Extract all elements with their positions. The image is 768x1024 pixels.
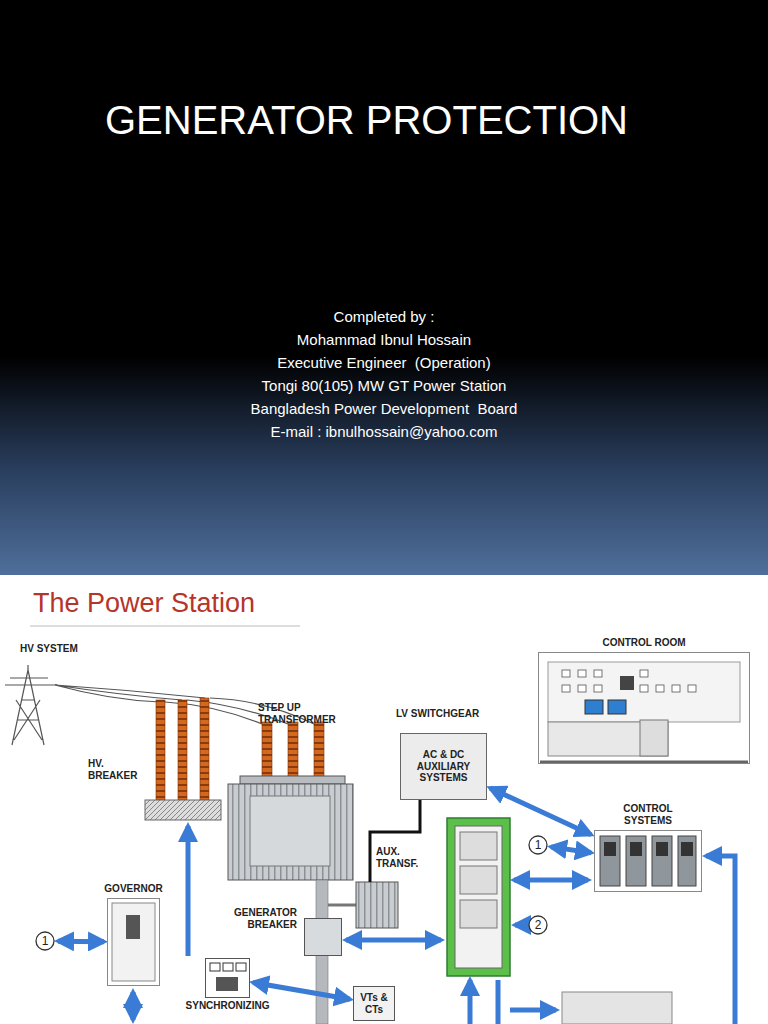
- credit-line: Tongi 80(105) MW GT Power Station: [184, 377, 584, 394]
- credit-line: Completed by :: [184, 308, 584, 325]
- callout-number: 1: [528, 835, 548, 855]
- part-label: AUX. TRANSF.: [376, 846, 420, 869]
- callout-number: 2: [528, 915, 548, 935]
- part-label: GOVERNOR: [94, 883, 174, 895]
- part-label: LV SWITCHGEAR: [396, 708, 506, 720]
- box-text: VTs & CTs: [354, 988, 394, 1019]
- part-label: HV. BREAKER: [88, 758, 148, 781]
- connector-arrow: [58, 939, 104, 945]
- part-label: SYNCHRONIZING: [183, 1000, 273, 1012]
- connector-arrow: [253, 982, 350, 999]
- callout-number: 1: [35, 931, 55, 951]
- connector-arrow: [490, 788, 591, 835]
- part-label: CONTROL SYSTEMS: [618, 803, 678, 826]
- credit-line: E-mail : ibnulhossain@yahoo.com: [184, 423, 584, 440]
- credit-line: Executive Engineer (Operation): [184, 354, 584, 371]
- control-systems-panel: CONTROL SYSTEMS: [594, 830, 702, 892]
- slide-title: GENERATOR PROTECTION: [105, 98, 628, 143]
- part-label: CONTROL ROOM: [584, 637, 704, 649]
- callout-number: 1: [35, 931, 55, 951]
- section-heading: The Power Station: [33, 588, 353, 619]
- control-room-panel: CONTROL ROOM: [538, 652, 750, 764]
- connector-arrow: [551, 847, 591, 853]
- box-text: AC & DC AUXILIARY SYSTEMS: [401, 745, 486, 788]
- title-slide-background: [0, 0, 768, 575]
- governor-cabinet: GOVERNOR: [107, 898, 160, 986]
- part-label: STEP UP TRANSFORMER: [258, 702, 348, 725]
- switchgear-box: AC & DC AUXILIARY SYSTEMS: [400, 733, 487, 800]
- generator-breaker-box: GENERATOR BREAKER: [304, 918, 342, 956]
- credit-line: Bangladesh Power Development Board: [184, 400, 584, 417]
- callout-number: 1: [528, 835, 548, 855]
- credit-line: Mohammad Ibnul Hossain: [184, 331, 584, 348]
- synchronizing-panel: SYNCHRONIZING: [205, 958, 250, 998]
- callout-number: 2: [528, 915, 548, 935]
- part-label: GENERATOR BREAKER: [231, 907, 297, 930]
- vt-ct-box: VTs & CTs: [353, 986, 395, 1021]
- part-label: HV SYSTEM: [20, 643, 110, 655]
